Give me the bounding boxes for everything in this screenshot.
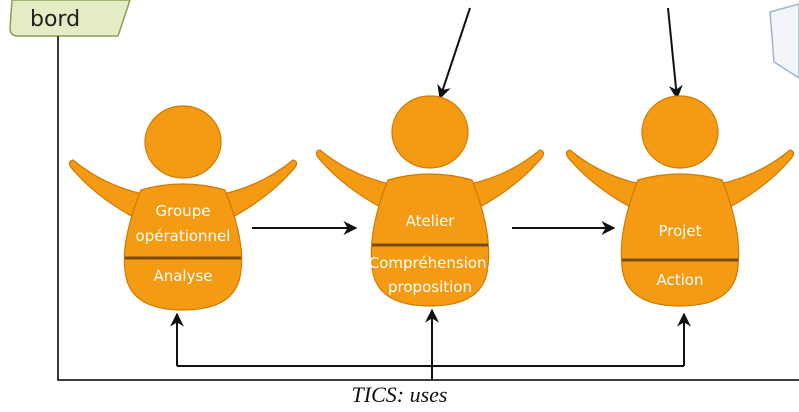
figure-caption: TICS: uses (351, 382, 448, 407)
figure-body (620, 173, 740, 307)
document-fragment (769, 3, 799, 79)
figure-arms (68, 159, 298, 219)
incoming-arrow-projet (667, 7, 683, 100)
figure-head (641, 95, 719, 169)
figure-top-text: Atelier (406, 212, 456, 230)
figure-bottom-text: Action (657, 271, 704, 289)
figure-top-text: Groupe (156, 202, 211, 220)
figure-arms (565, 149, 795, 209)
frame-line (57, 36, 799, 381)
figure-head (391, 95, 469, 169)
figure-bottom-text: Compréhension, (369, 254, 492, 272)
figure-top-text: Projet (658, 222, 701, 240)
feedback-arrows (170, 308, 691, 380)
figure-body (123, 183, 243, 311)
bord-tab: bord (9, 0, 131, 37)
figure-head (144, 105, 222, 179)
bord-tab-label: bord (30, 7, 80, 32)
incoming-arrow-atelier (437, 7, 471, 100)
figure-body (370, 173, 490, 307)
figure-bottom-text: proposition (388, 278, 472, 296)
figure-top-text: opérationnel (136, 227, 231, 245)
figure-arms (315, 149, 545, 209)
figure-bottom-text: Analyse (153, 267, 212, 285)
